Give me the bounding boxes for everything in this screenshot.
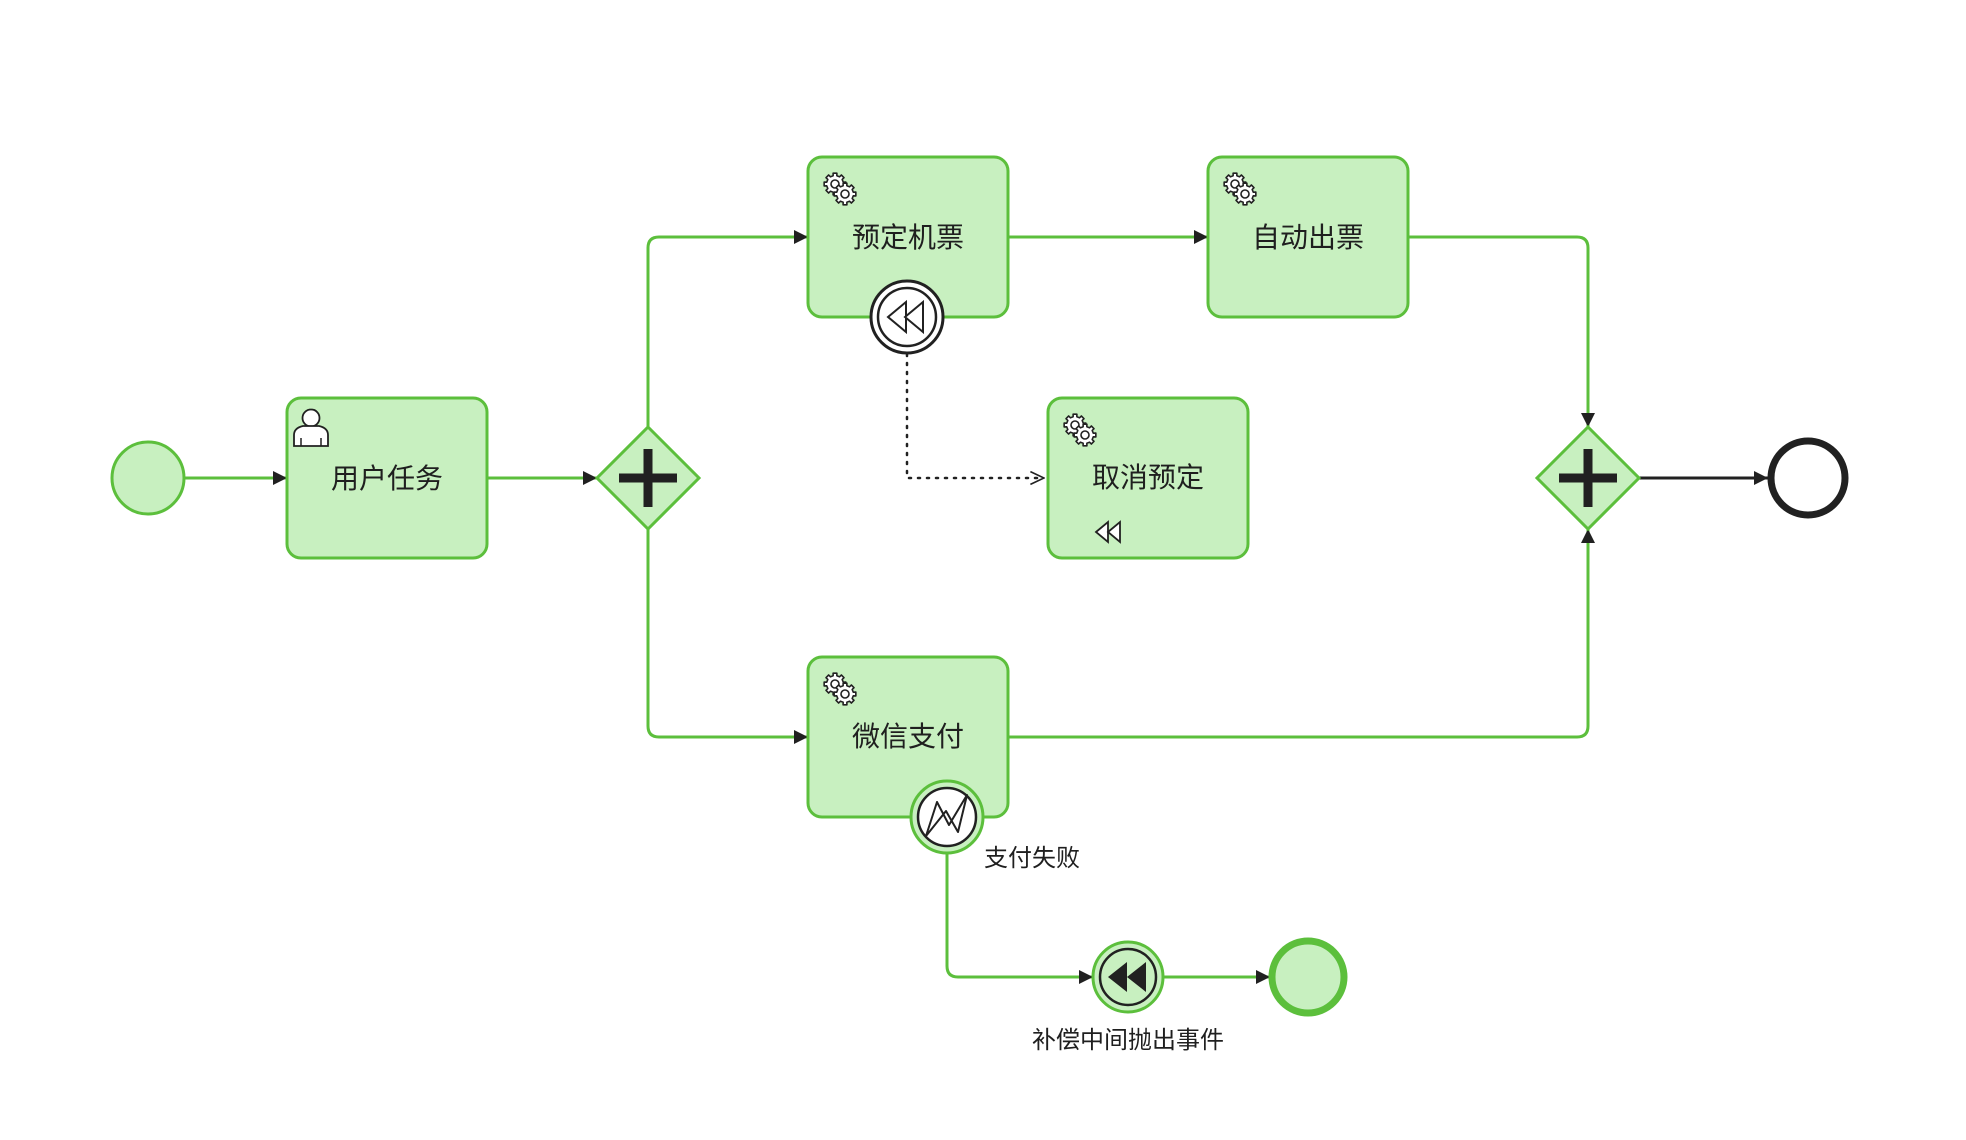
flow-error-to-compensation-throw[interactable]	[945, 853, 1093, 984]
user-task[interactable]: 用户任务	[285, 396, 489, 560]
book-ticket-label: 预定机票	[852, 221, 964, 254]
end-event[interactable]	[1767, 437, 1849, 519]
rewind-filled-icon	[1108, 962, 1146, 992]
user-task-label: 用户任务	[331, 462, 443, 495]
plus-icon	[1559, 449, 1617, 507]
auto-issue-label: 自动出票	[1252, 221, 1364, 254]
start-event[interactable]	[110, 440, 186, 516]
parallel-gateway-split[interactable]	[594, 424, 702, 532]
service-task-book-ticket[interactable]: 预定机票	[806, 155, 1010, 319]
gear-hole	[1240, 189, 1250, 199]
rewind-icon	[886, 299, 924, 335]
compensation-throw-label: 补偿中间抛出事件	[1032, 1026, 1224, 1054]
gear-icon	[823, 172, 857, 206]
plus-icon	[619, 449, 677, 507]
wechat-pay-label: 微信支付	[852, 720, 964, 753]
error-boundary-label: 支付失败	[984, 844, 1080, 872]
gear-icon	[1223, 172, 1257, 206]
cancel-booking-label: 取消预定	[1092, 461, 1204, 494]
compensation-boundary-event[interactable]	[869, 279, 945, 355]
compensation-intermediate-throw-event[interactable]	[1091, 940, 1165, 1014]
service-task-wechat-pay[interactable]: 微信支付	[806, 655, 1010, 819]
error-boundary-event[interactable]	[909, 779, 985, 855]
sequence-flows	[185, 230, 1595, 984]
user-icon	[293, 408, 329, 447]
gear-hole	[1080, 430, 1090, 440]
gear-hole	[840, 689, 850, 699]
gear-icon	[1063, 413, 1097, 447]
gear-icon	[823, 672, 857, 706]
gear-hole	[840, 189, 850, 199]
lightning-icon	[925, 794, 968, 837]
compensation-association[interactable]	[905, 352, 1046, 478]
secondary-end-event[interactable]	[1268, 937, 1348, 1017]
flow-wechat-pay-to-join-gateway[interactable]	[1008, 529, 1595, 739]
flow-split-to-wechat-pay[interactable]	[646, 529, 808, 744]
compensation-marker-icon	[1094, 520, 1121, 544]
flow-auto-issue-to-join-gateway[interactable]	[1408, 235, 1595, 427]
flow-split-to-book-ticket[interactable]	[646, 230, 808, 427]
service-task-auto-issue[interactable]: 自动出票	[1206, 155, 1410, 319]
parallel-gateway-join[interactable]	[1534, 424, 1642, 532]
service-task-cancel-booking[interactable]: 取消预定	[1046, 396, 1250, 560]
